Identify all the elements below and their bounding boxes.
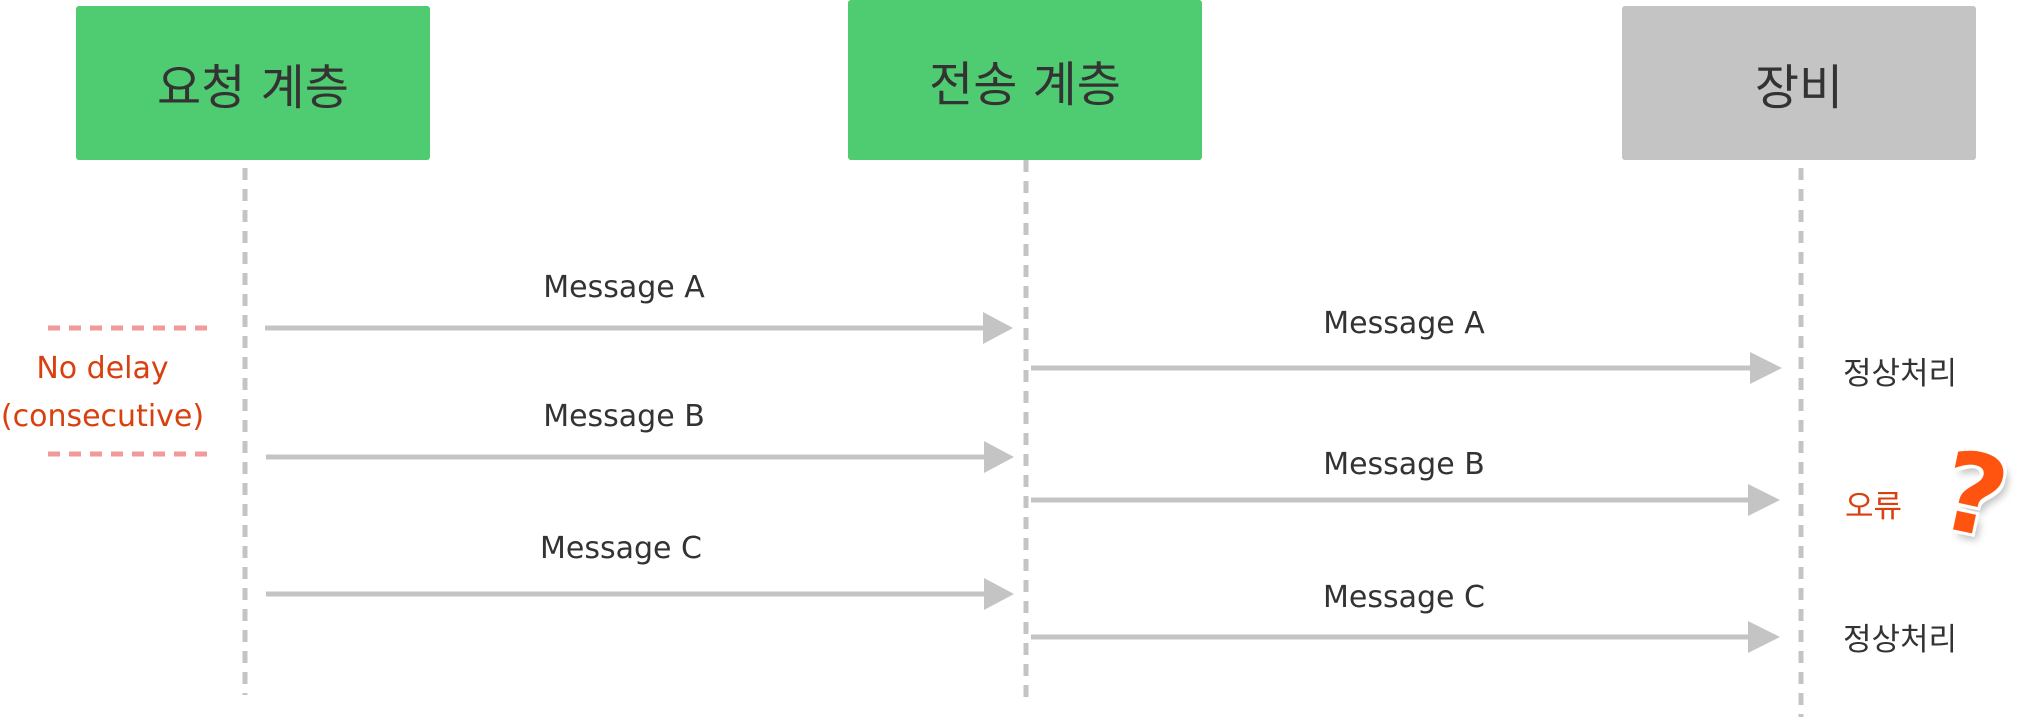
participant-request-layer: 요청 계층 xyxy=(76,6,430,160)
message-label-left-a: Message A xyxy=(543,270,705,305)
message-label-right-c: Message C xyxy=(1323,580,1485,615)
arrow-right-b xyxy=(1031,484,1780,516)
no-delay-note: No delay (consecutive) xyxy=(0,345,205,441)
participant-label: 전송 계층 xyxy=(929,57,1121,113)
message-label-right-a: Message A xyxy=(1323,306,1485,341)
arrow-right-c xyxy=(1031,621,1780,653)
participant-transport-layer: 전송 계층 xyxy=(848,0,1202,160)
message-label-left-b: Message B xyxy=(543,399,705,434)
arrow-left-a xyxy=(265,312,1013,344)
result-error: 오류 xyxy=(1845,489,1903,525)
result-normal-c: 정상처리 xyxy=(1843,622,1958,658)
arrow-right-a xyxy=(1031,352,1782,384)
message-label-right-b: Message B xyxy=(1323,447,1485,482)
note-line-1: No delay xyxy=(36,351,169,386)
participant-label: 요청 계층 xyxy=(157,60,349,116)
note-line-2: (consecutive) xyxy=(0,399,205,434)
arrow-left-c xyxy=(266,578,1014,610)
arrow-left-b xyxy=(266,441,1014,473)
result-normal-a: 정상처리 xyxy=(1843,356,1958,392)
participant-device: 장비 xyxy=(1622,6,1976,160)
message-label-left-c: Message C xyxy=(540,531,702,566)
participant-label: 장비 xyxy=(1754,60,1844,116)
